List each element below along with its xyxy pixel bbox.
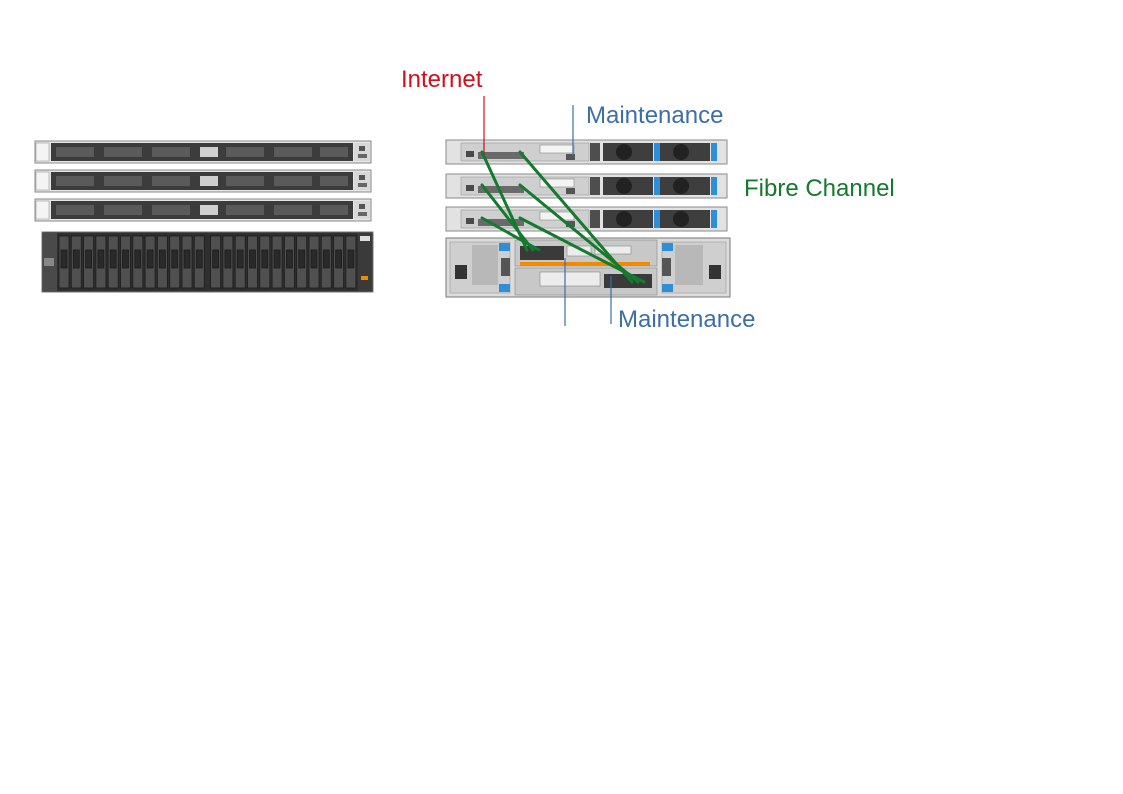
drive-bay-handle [195,249,203,269]
drive-bay-handle [171,249,179,269]
maintenance-label-top: Maintenance [586,102,724,129]
internet-label: Internet [401,66,483,93]
drive-bay-handle [158,249,166,269]
drive-bay-handle [109,249,117,269]
drive-bay-handle [261,249,269,269]
drive-bay-handle [285,249,293,269]
front-view [34,140,374,293]
drive-bay-handle [249,249,256,269]
drive-bay-handle [183,249,191,269]
storage-enclosure-front [41,231,374,293]
drive-bay-handle [146,249,154,269]
drive-bays [58,235,357,289]
storage-enclosure-rear [445,237,731,298]
drive-bay-handle [236,249,244,269]
drive-bay-handle [97,249,105,269]
fibre-channel-label: Fibre Channel [744,175,895,202]
server-front-1 [34,140,372,164]
drive-bay-handle [224,249,232,269]
server-front-3 [34,198,372,222]
drive-bay-handle [72,249,80,269]
maintenance-label-bottom: Maintenance [618,306,756,333]
drive-bay-handle [85,249,92,269]
drive-bay-handle [122,249,129,269]
drive-bay-handle [298,249,306,269]
drive-bay-handle [347,249,355,269]
server-front-2 [34,169,372,193]
fibre-channel-cables [480,150,646,284]
drive-bay-handle [60,249,68,269]
drive-bay-handle [310,249,318,269]
drive-bay-handle [273,249,281,269]
drive-bay-handle [322,249,330,269]
drive-bay-handle [335,249,343,269]
server-rear-2 [445,173,728,199]
drive-bay-handle [134,249,142,269]
drive-bay-handle [212,249,220,269]
server-rear-1 [445,139,728,165]
